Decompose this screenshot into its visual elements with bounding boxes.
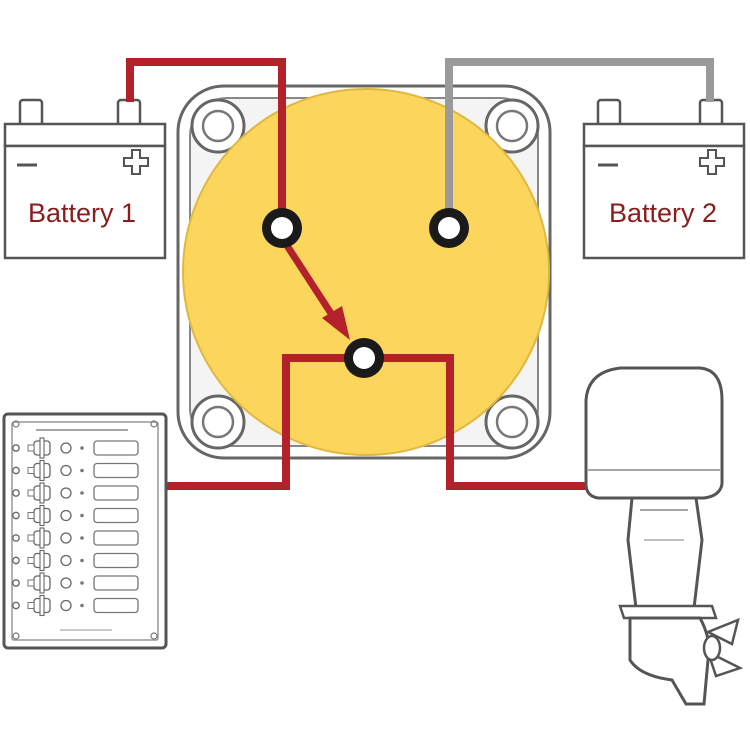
- terminal-battery-1: [262, 208, 302, 248]
- panel-circuit-row: [12, 594, 139, 617]
- circuit-breaker-icon: [27, 549, 51, 572]
- switch-face: [182, 88, 550, 456]
- circuit-label-plate: [93, 462, 139, 479]
- terminal-common: [344, 338, 384, 378]
- circuit-label-plate: [93, 440, 139, 456]
- circuit-label-plate: [93, 507, 139, 524]
- panel-circuit-row: [12, 549, 139, 572]
- battery-1-icon: Battery 1: [3, 98, 167, 260]
- battery-2-icon: Battery 2: [582, 98, 746, 260]
- indicator-lamp-icon: [60, 554, 72, 567]
- indicator-lamp-icon: [60, 577, 72, 589]
- indicator-lamp-icon: [60, 599, 72, 612]
- mount-hole-bottom-left: [190, 394, 246, 450]
- indicator-lamp-icon: [60, 509, 72, 522]
- terminal-battery-2: [429, 208, 469, 248]
- circuit-label-plate: [93, 597, 139, 614]
- mount-hole-top-right: [484, 98, 540, 154]
- battery-1-label: Battery 1: [28, 198, 136, 228]
- circuit-breaker-icon: [27, 459, 51, 482]
- circuit-breaker-icon: [27, 527, 51, 549]
- mount-hole-bottom-right: [484, 394, 540, 450]
- circuit-breaker-icon: [27, 594, 51, 617]
- panel-circuit-row: [12, 527, 139, 549]
- circuit-breaker-icon: [27, 482, 51, 504]
- battery-2-positive-wire: [445, 58, 714, 228]
- circuit-breaker-icon: [27, 572, 51, 594]
- panel-feed-wire: [160, 354, 363, 490]
- panel-circuit-row: [12, 437, 139, 459]
- switch-housing: [176, 84, 552, 460]
- indicator-lamp-icon: [60, 442, 72, 454]
- indicator-lamp-icon: [60, 532, 72, 544]
- circuit-breaker-icon: [27, 504, 51, 527]
- panel-circuit-row: [12, 572, 139, 594]
- outboard-motor-icon: [584, 366, 744, 706]
- selector-arrow-icon: [283, 242, 350, 340]
- plus-icon: [699, 149, 725, 175]
- panel-circuit-row: [12, 482, 139, 504]
- motor-feed-wire: [363, 354, 592, 490]
- plus-icon: [123, 149, 149, 175]
- indicator-lamp-icon: [60, 487, 72, 499]
- circuit-label-plate: [93, 485, 139, 501]
- circuit-breaker-icon: [27, 437, 51, 459]
- switch-panel-icon: [2, 412, 168, 650]
- circuit-label-plate: [93, 552, 139, 569]
- panel-circuit-row: [12, 459, 139, 482]
- battery-2-label: Battery 2: [609, 198, 717, 228]
- propeller-icon: [702, 617, 744, 678]
- panel-circuit-row: [12, 504, 139, 527]
- circuit-label-plate: [93, 530, 139, 546]
- indicator-lamp-icon: [60, 464, 72, 477]
- mount-hole-top-left: [190, 98, 246, 154]
- circuit-label-plate: [93, 575, 139, 591]
- battery-1-positive-wire: [126, 58, 286, 228]
